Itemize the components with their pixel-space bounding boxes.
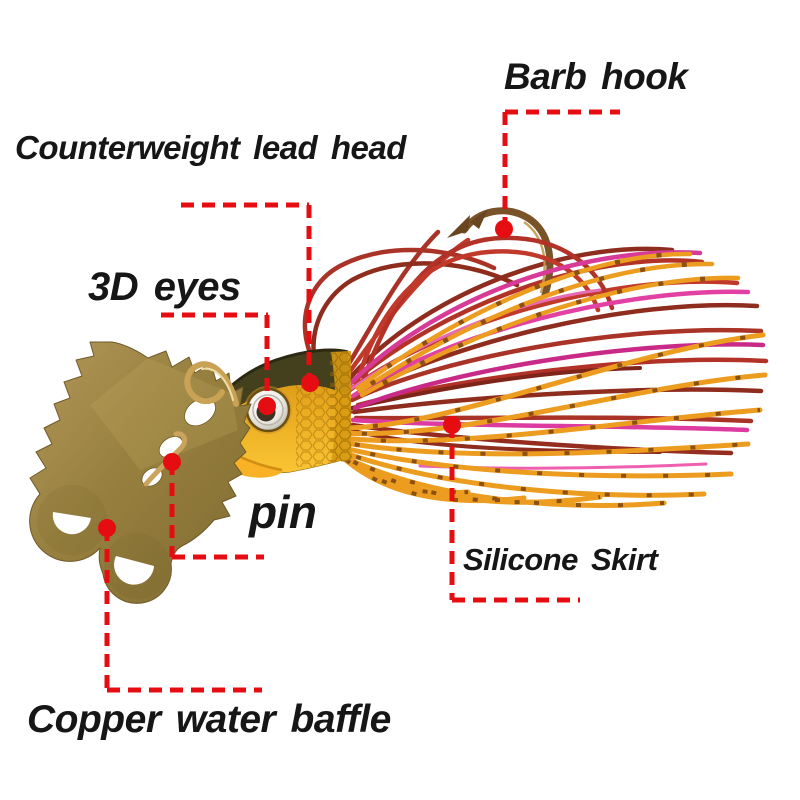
leader-copper-baffle [104,528,262,693]
collar-scale-texture [330,352,352,462]
label-copper-water-baffle: Copper water baffle [27,698,391,741]
dot-copper-baffle [98,519,116,537]
wire-line-tie [184,361,239,407]
leader-barb-hook [502,109,620,224]
head-dark-dorsal [206,350,349,430]
dot-3d-eyes [258,397,276,415]
label-silicone-skirt: Silicone Skirt [463,542,658,577]
leader-pin [169,462,264,560]
blade-lobe-hole-right [114,556,154,585]
blade-lobe-hole-left [52,512,91,535]
hook-barb [470,209,488,229]
pin-wire [143,431,188,487]
dot-counterweight [301,374,319,392]
leader-lines [104,109,620,693]
hook-point [447,215,470,238]
dot-silicone-skirt [443,416,461,434]
leader-3d-eyes [161,312,270,400]
dot-barb-hook [495,220,513,238]
label-counterweight-lead-head: Counterweight lead head [15,129,406,166]
leader-counterweight [181,202,312,378]
copper-water-baffle-blade [29,341,252,604]
label-barb-hook: Barb hook [504,56,688,97]
label-pin: pin [249,486,317,538]
dot-pin [163,453,181,471]
leader-silicone-skirt [449,425,580,603]
anchor-dots [98,220,513,537]
label-3d-eyes: 3D eyes [88,265,241,309]
